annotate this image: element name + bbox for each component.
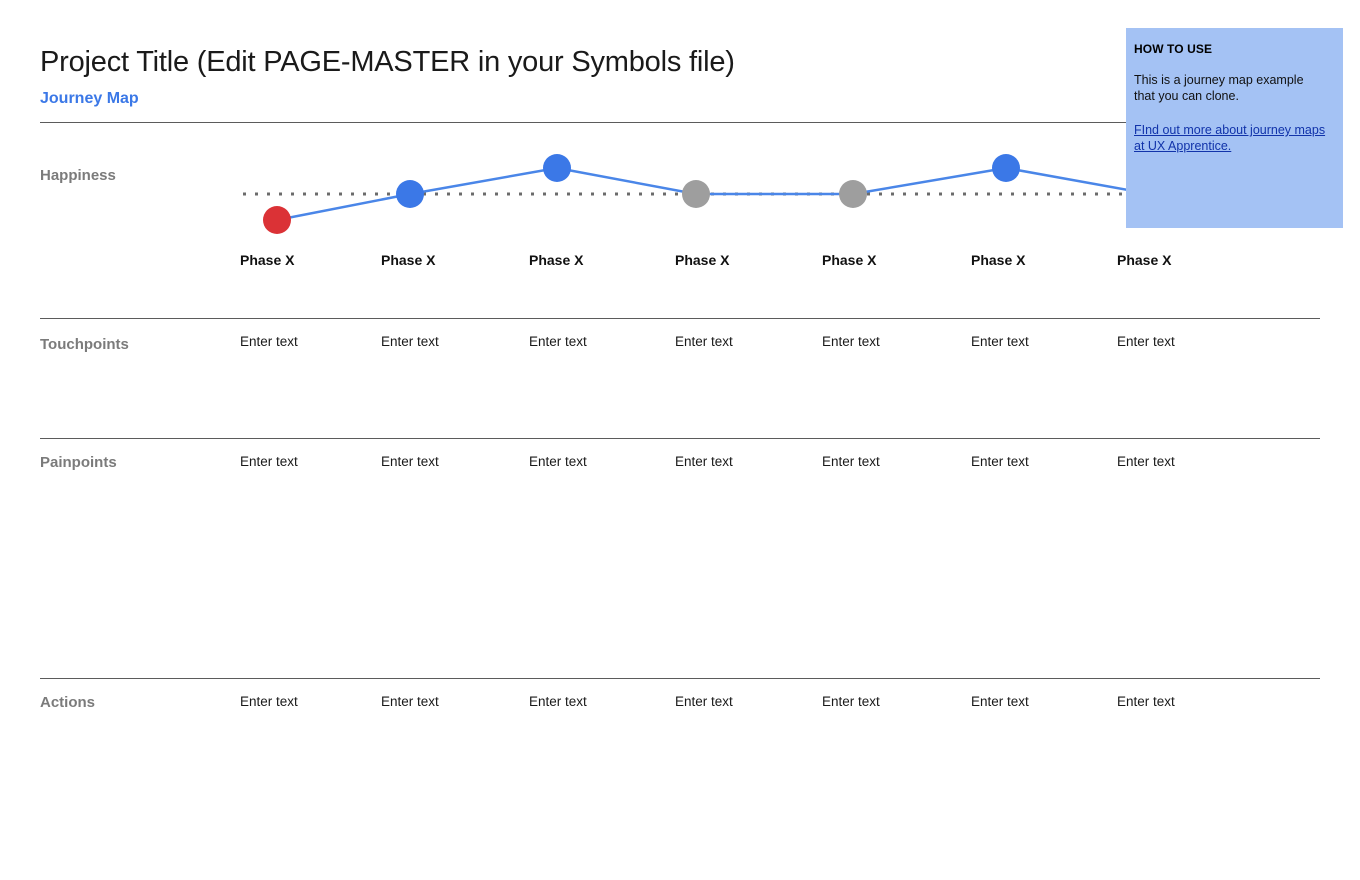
action-cell-6[interactable]: Enter text xyxy=(971,694,1029,709)
action-cell-2[interactable]: Enter text xyxy=(381,694,439,709)
phase-label-6: Phase X xyxy=(971,252,1026,268)
action-cell-5[interactable]: Enter text xyxy=(822,694,880,709)
phase-label-5: Phase X xyxy=(822,252,877,268)
divider-actions xyxy=(40,678,1320,679)
painpoint-cell-4[interactable]: Enter text xyxy=(675,454,733,469)
page-subtitle: Journey Map xyxy=(40,90,139,107)
touchpoint-cell-1[interactable]: Enter text xyxy=(240,334,298,349)
happiness-dot-4-neutral[interactable] xyxy=(682,180,710,208)
phase-label-7: Phase X xyxy=(1117,252,1172,268)
row-label-happiness: Happiness xyxy=(40,167,116,184)
how-to-use-callout: HOW TO USE This is a journey map example… xyxy=(1126,28,1343,228)
happiness-dot-5-neutral[interactable] xyxy=(839,180,867,208)
touchpoint-cell-2[interactable]: Enter text xyxy=(381,334,439,349)
painpoint-cell-2[interactable]: Enter text xyxy=(381,454,439,469)
painpoint-cell-1[interactable]: Enter text xyxy=(240,454,298,469)
phase-label-2: Phase X xyxy=(381,252,436,268)
painpoint-cell-3[interactable]: Enter text xyxy=(529,454,587,469)
happiness-dot-1-negative[interactable] xyxy=(263,206,291,234)
painpoint-cell-6[interactable]: Enter text xyxy=(971,454,1029,469)
row-label-actions: Actions xyxy=(40,694,96,711)
touchpoint-cell-3[interactable]: Enter text xyxy=(529,334,587,349)
touchpoint-cell-7[interactable]: Enter text xyxy=(1117,334,1175,349)
happiness-dot-3-positive[interactable] xyxy=(543,154,571,182)
touchpoint-cell-4[interactable]: Enter text xyxy=(675,334,733,349)
action-cell-7[interactable]: Enter text xyxy=(1117,694,1175,709)
phase-label-3: Phase X xyxy=(529,252,584,268)
painpoint-cell-5[interactable]: Enter text xyxy=(822,454,880,469)
page-title: Project Title (Edit PAGE-MASTER in your … xyxy=(40,46,735,78)
divider-painpoints xyxy=(40,438,1320,439)
happiness-dot-6-positive[interactable] xyxy=(992,154,1020,182)
row-label-painpoints: Painpoints xyxy=(40,454,117,471)
divider-touchpoints xyxy=(40,318,1320,319)
phase-label-1: Phase X xyxy=(240,252,295,268)
touchpoint-cell-6[interactable]: Enter text xyxy=(971,334,1029,349)
happiness-dot-2-positive[interactable] xyxy=(396,180,424,208)
divider-header xyxy=(40,122,1320,123)
action-cell-4[interactable]: Enter text xyxy=(675,694,733,709)
action-cell-3[interactable]: Enter text xyxy=(529,694,587,709)
action-cell-1[interactable]: Enter text xyxy=(240,694,298,709)
ux-apprentice-link[interactable]: FInd out more about journey maps at UX A… xyxy=(1134,123,1326,153)
callout-title: HOW TO USE xyxy=(1134,42,1213,56)
phase-label-4: Phase X xyxy=(675,252,730,268)
painpoint-cell-7[interactable]: Enter text xyxy=(1117,454,1175,469)
row-label-touchpoints: Touchpoints xyxy=(40,336,129,353)
touchpoint-cell-5[interactable]: Enter text xyxy=(822,334,880,349)
callout-body: This is a journey map example that you c… xyxy=(1134,73,1304,103)
